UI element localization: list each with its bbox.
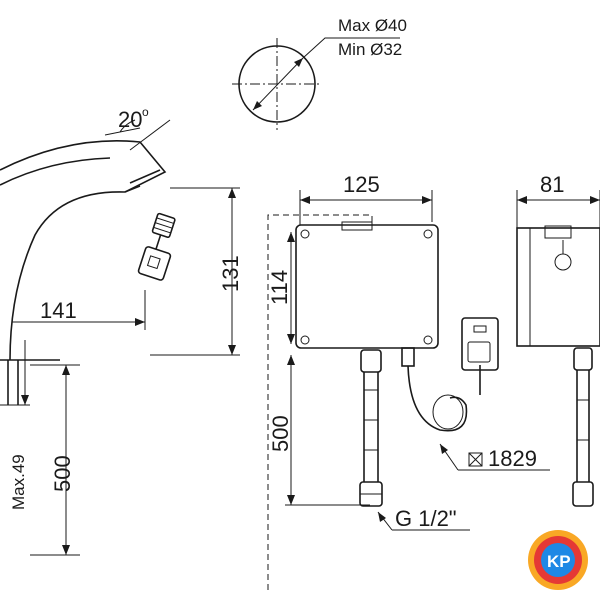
spout-angle-value: 20 <box>118 107 142 132</box>
faucet-side-view: 20 o 131 141 Max.49 <box>0 105 243 556</box>
sensor-cable <box>401 347 481 432</box>
control-box-front-view: 125 114 500 G 1/2" <box>267 172 550 590</box>
box-hose-length-label: 500 <box>268 415 293 452</box>
control-box <box>295 224 439 349</box>
spout-angle-unit: o <box>142 105 149 119</box>
control-box-side-view: 81 <box>516 172 600 507</box>
spout-height-label: 131 <box>218 255 243 292</box>
sensor-plug <box>461 317 499 371</box>
hole-max-label: Max Ø40 <box>338 16 407 35</box>
box-width-label: 125 <box>343 172 380 197</box>
logo-text: KP <box>547 552 571 571</box>
deck-thickness-label: Max.49 <box>9 454 28 510</box>
spout-reach-label: 141 <box>40 298 77 323</box>
kp-logo: KP <box>528 530 588 590</box>
sensor-tag <box>137 212 176 281</box>
control-box-side <box>516 227 600 347</box>
faucet-spout <box>0 140 167 361</box>
faucet-hose-length-label: 500 <box>50 455 75 492</box>
thread-size-label: G 1/2" <box>395 506 457 531</box>
box-depth-label: 81 <box>540 172 564 197</box>
mounting-hole-view: Max Ø40 Min Ø32 <box>232 16 407 130</box>
water-hose <box>359 349 383 507</box>
box-height-label: 114 <box>267 270 292 305</box>
cable-length-label: 1829 <box>488 446 537 471</box>
hole-min-label: Min Ø32 <box>338 40 402 59</box>
